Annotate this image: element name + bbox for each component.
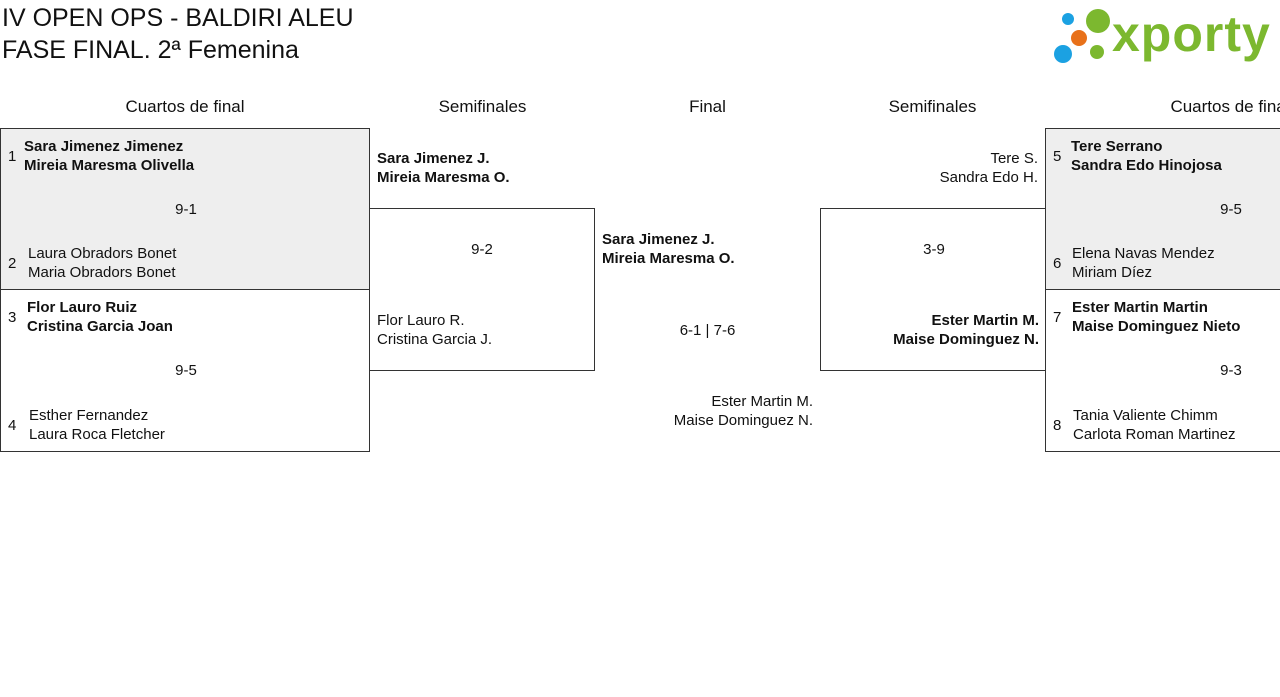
player-name: Maise Dominguez N. [673,412,813,429]
player-name: Esther Fernandez [29,407,149,424]
xporty-logo[interactable] [1050,4,1278,68]
player-name: Cristina Garcia Joan [27,318,173,335]
player-name: Ester Martin M. [711,393,813,410]
match-score: 9-5 [175,362,197,379]
player-name: Mireia Maresma O. [602,250,735,267]
round-header-right-quarters: Cuartos de final [1170,97,1280,116]
player-name: Ester Martin Martin [1072,299,1208,316]
player-name: Mireia Maresma O. [377,169,510,186]
seed-number: 1 [8,148,17,165]
logo-text: xporty [1112,6,1271,62]
player-name: Maise Dominguez Nieto [1072,318,1241,335]
team-loser: Laura Obradors Bonet Maria Obradors Bone… [28,244,176,282]
quarter-match-3[interactable]: 5 Tere Serrano Sandra Edo Hinojosa 9-5 6… [1045,128,1280,290]
semi-right-winner: Ester Martin M. Maise Dominguez N. [839,311,1039,349]
team-winner: Tere Serrano Sandra Edo Hinojosa [1071,137,1222,175]
seed-number: 6 [1053,255,1062,272]
team-winner: Sara Jimenez Jimenez Mireia Maresma Oliv… [24,137,194,175]
player-name: Sara Jimenez J. [602,231,715,248]
final-winner: Sara Jimenez J. Mireia Maresma O. [602,230,735,268]
seed-number: 7 [1053,309,1062,326]
player-name: Sandra Edo H. [939,169,1038,186]
player-name: Miriam Díez [1072,264,1153,281]
player-name: Tere S. [990,150,1038,167]
semi-left-winner: Sara Jimenez J. Mireia Maresma O. [377,149,510,187]
team-winner: Flor Lauro Ruiz Cristina Garcia Joan [27,298,173,336]
player-name: Laura Roca Fletcher [29,426,165,443]
semi-right-loser: Tere S. Sandra Edo H. [838,149,1038,187]
team-winner: Ester Martin Martin Maise Dominguez Niet… [1072,298,1240,336]
team-loser: Tania Valiente Chimm Carlota Roman Marti… [1073,406,1236,444]
player-name: Tania Valiente Chimm [1073,407,1218,424]
round-header-final: Final [689,97,726,116]
final-loser: Ester Martin M. Maise Dominguez N. [620,392,813,430]
player-name: Laura Obradors Bonet [28,245,177,262]
semi-left-loser: Flor Lauro R. Cristina Garcia J. [377,311,492,349]
player-name: Mireia Maresma Olivella [24,157,195,174]
quarter-match-2[interactable]: 3 Flor Lauro Ruiz Cristina Garcia Joan 9… [0,289,370,452]
player-name: Sandra Edo Hinojosa [1071,157,1222,174]
team-loser: Elena Navas Mendez Miriam Díez [1072,244,1215,282]
player-name: Carlota Roman Martinez [1073,426,1236,443]
final-score: 6-1 | 7-6 [679,322,736,339]
player-name: Sara Jimenez Jimenez [24,138,184,155]
team-loser: Esther Fernandez Laura Roca Fletcher [29,406,165,444]
phase-title: FASE FINAL. 2ª Femenina [2,36,299,64]
match-score: 9-1 [175,201,197,218]
seed-number: 4 [8,417,17,434]
match-score: 3-9 [923,241,945,258]
round-header-left-quarters: Cuartos de final [125,97,245,116]
player-name: Maria Obradors Bonet [28,264,176,281]
seed-number: 3 [8,309,17,326]
seed-number: 2 [8,255,17,272]
player-name: Elena Navas Mendez [1072,245,1215,262]
match-score: 9-3 [1220,362,1242,379]
player-name: Maise Dominguez N. [893,331,1039,348]
quarter-match-1[interactable]: 1 Sara Jimenez Jimenez Mireia Maresma Ol… [0,128,370,290]
round-header-right-semis: Semifinales [888,97,977,116]
player-name: Cristina Garcia J. [377,331,493,348]
match-score: 9-5 [1220,201,1242,218]
player-name: Sara Jimenez J. [377,150,490,167]
match-score: 9-2 [471,241,493,258]
logo-dots-icon [1054,9,1110,63]
semi-match-left[interactable]: 9-2 Flor Lauro R. Cristina Garcia J. [369,208,595,371]
semi-match-right[interactable]: 3-9 Ester Martin M. Maise Dominguez N. [820,208,1046,371]
player-name: Flor Lauro R. [377,312,465,329]
seed-number: 8 [1053,417,1062,434]
seed-number: 5 [1053,148,1062,165]
tournament-title: IV OPEN OPS - BALDIRI ALEU [2,4,354,32]
player-name: Ester Martin M. [931,312,1039,329]
player-name: Tere Serrano [1071,138,1163,155]
player-name: Flor Lauro Ruiz [27,299,137,316]
round-header-left-semis: Semifinales [438,97,527,116]
quarter-match-4[interactable]: 7 Ester Martin Martin Maise Dominguez Ni… [1045,289,1280,452]
